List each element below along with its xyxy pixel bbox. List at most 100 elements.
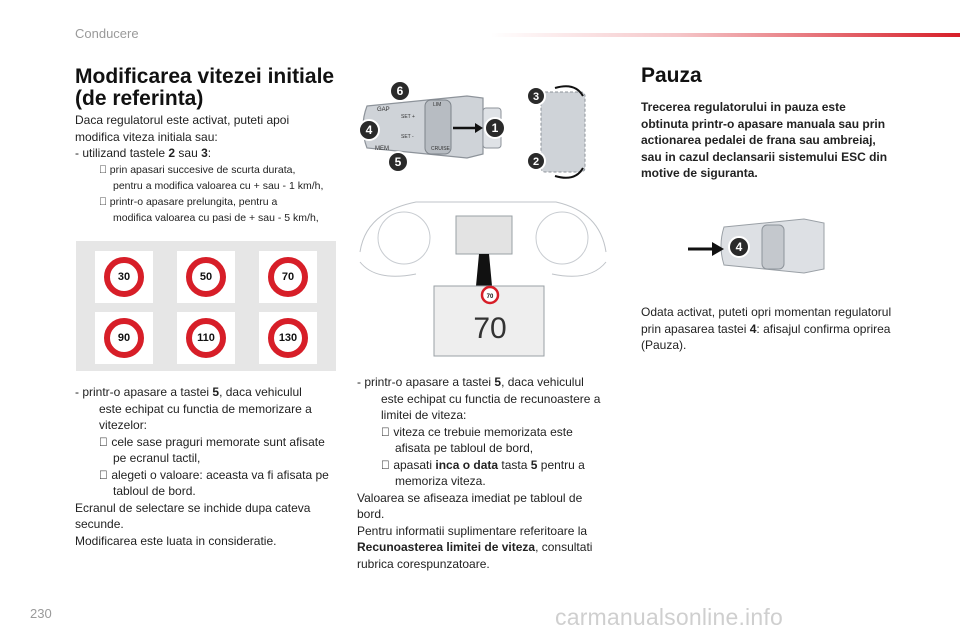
pause-body-text: Odata activat, puteti opri momentan regu… [641,304,926,354]
callout-6-number: 6 [397,84,404,98]
callout-3-number: 3 [533,91,539,103]
sub-item-long-press:  printr-o apasare prelungita, pentru a … [75,194,345,226]
callout-4-number: 4 [366,123,373,137]
steering-stalk-illustration: GAP MEM SET + SET - CRUISE LIM 1 4 5 6 3… [358,80,586,179]
closing-line-1: Ecranul de selectare se inchide dupa cat… [75,500,311,515]
dashboard-illustration: 70 70 [359,201,607,357]
callout-1: 1 [484,117,506,139]
pause-title: Pauza [641,64,702,87]
rec-prefix: - printr-o apasare a tastei [357,375,495,389]
bullet1-line-1:  cele sase praguri memorate sunt afisat… [99,434,325,449]
header-accent-bar [490,33,960,37]
rec-p2-rest: , consultati [535,540,593,554]
recognition-block: - printr-o apasare a tastei 5, daca vehi… [357,374,612,572]
bullet2-line-1:  alegeti o valoare: aceasta va fi afisa… [99,467,329,482]
rec-bullet1-line-2: afisata pe tabloul de bord, [395,441,534,455]
callout-6: 6 [389,80,411,102]
closing-line-3: Modificarea este luata in consideratie. [75,533,277,548]
rec-bullet2-mid: tasta [485,457,527,472]
speed-sign-value: 50 [199,271,213,283]
item2-line-3: vitezelor: [99,418,148,432]
bullet2-line-2: tabloul de bord. [113,484,196,498]
title-line-1: Modificarea vitezei initiale [75,65,335,88]
key-5: 5 [212,385,220,399]
sub-item-short-press:  prin apasari succesive de scurta durat… [75,162,345,194]
sub1-line-2: pentru a modifica valoarea cu + sau - 1 … [113,179,324,192]
speed-sign: 50 [177,251,235,303]
pause-bold-line-4: sau in cazul declansarii sistemului ESC … [641,149,888,164]
rec-rest: , daca vehiculul [501,375,584,389]
rotary-control [540,91,586,173]
pause-bold-line-1: Trecerea regulatorului in pauza este [641,100,846,114]
arrow-head-icon [475,123,483,133]
pointer-arrow-icon [476,254,492,286]
left-column: Modificarea vitezei initiale (de referin… [75,66,345,110]
title-line-2: (de referinta) [75,87,204,110]
item2-prefix: - printr-o apasare a tastei [75,385,213,399]
pause-line-3: (Pauza). [641,338,687,352]
intro-block: Daca regulatorul este activat, puteti ap… [75,112,345,226]
speed-sign: 130 [259,312,317,364]
item1-mid: sau [175,146,202,160]
speed-sign-value: 130 [278,332,298,344]
display-speed-value: 70 [473,312,506,345]
speed-sign: 30 [95,251,153,303]
rec-bullet2-rest: pentru a [525,457,585,472]
intro-line-2: modifica viteza initiala sau: [75,129,218,144]
intro-text: Daca regulatorul este activat, puteti ap… [75,112,345,145]
pause-description: Trecerea regulatorului in pauza este obt… [641,99,921,182]
stalk-label-cruise: CRUISE [431,146,451,152]
key-3: 3 [201,146,208,160]
arrow-head-icon [712,242,724,256]
display-sign-value: 70 [487,294,494,300]
speed-limit-sign-icon [480,285,500,305]
stalk-label-gap: GAP [377,107,390,113]
cluster-screen [455,215,513,255]
item1-suffix: : [207,146,212,160]
callout-5-number: 5 [395,155,402,169]
pause-key-4: 4 [749,321,757,336]
bullet1-line-2: pe ecranul tactil, [113,451,201,465]
pause-body: Odata activat, puteti opri momentan regu… [641,304,926,354]
closing-line-2: secunde. [75,517,124,531]
key-2: 2 [168,146,176,160]
callout-4: 4 [358,119,380,141]
pause-line-2-rest: : afisajul confirma oprirea [756,321,891,336]
callout-4-number: 4 [736,240,743,254]
rec-p2-line-1: Pentru informatii suplimentare referitoa… [357,523,588,538]
speed-sign: 70 [259,251,317,303]
stalk-label-lim: LIM [433,102,441,108]
pause-stalk-illustration: 4 [688,218,825,274]
page-number: 230 [30,606,52,621]
item2-rest: , daca vehiculul [219,385,302,399]
rec-bullet2-line-2: memoriza viteza. [395,474,486,488]
callout-5: 5 [387,151,409,173]
rec-p1-line-2: bord. [357,507,385,521]
rec-line-2: este echipat cu functia de recunoastere … [381,391,601,406]
pause-bold-line-2: obtinuta printr-o apasare manuala sau pr… [641,116,886,131]
gauge-right [535,211,589,265]
stalk-label-mem: MEM [375,146,389,152]
watermark: carmanualsonline.info [555,604,783,630]
list-item-memory: - printr-o apasare a tastei 5, daca vehi… [75,384,350,549]
item1-prefix: - utilizand tastele [75,146,169,160]
pause-line-2-prefix: prin apasarea tastei [641,321,750,336]
rec-key-5: 5 [494,375,502,389]
memory-block: - printr-o apasare a tastei 5, daca vehi… [75,384,350,549]
rec-p1-line-1: Valoarea se afiseaza imediat pe tabloul … [357,490,583,505]
sub1-line-1:  prin apasari succesive de scurta durat… [99,163,295,176]
speed-sign-value: 70 [281,271,295,283]
speed-sign-value: 110 [197,332,215,344]
speed-sign-value: 30 [117,271,131,283]
callout-3: 3 [526,86,546,106]
up-arrow-icon [554,85,584,97]
rec-line-3: limitei de viteza: [381,408,467,422]
stalk-label-set-plus: SET + [401,114,415,120]
down-arrow-icon [554,167,584,179]
speed-sign: 110 [177,312,235,364]
rec-bullet1-line-1:  viteza ce trebuie memorizata este [381,424,573,439]
rec-bullet2-bold: inca o data [423,457,498,472]
rec-p2-line-3: rubrica corespunzatoare. [357,556,490,571]
rec-bullet2-prefix:  apasati [381,457,432,472]
callout-2: 2 [526,151,546,171]
